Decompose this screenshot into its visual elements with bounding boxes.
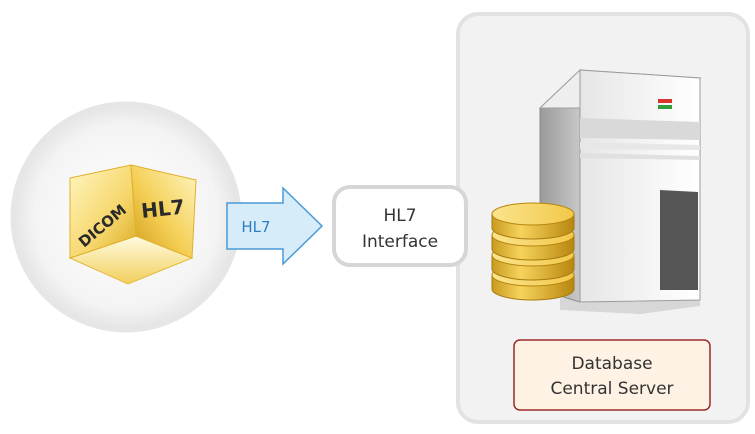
led-red-icon	[658, 99, 672, 103]
interface-line-2: Interface	[362, 232, 438, 252]
hl7-interface-box: HL7 Interface	[332, 185, 468, 267]
arrow-label: HL7	[241, 218, 270, 236]
led-green-icon	[658, 105, 672, 109]
dicom-hl7-cube-icon: DICOM HL7	[68, 164, 197, 285]
database-stack-icon	[491, 202, 575, 301]
right-arrow-icon: HL7	[226, 186, 324, 266]
db-label-line-2: Central Server	[550, 379, 673, 399]
db-label-line-1: Database	[571, 354, 652, 374]
cube-hl7-text: HL7	[140, 195, 186, 223]
interface-line-1: HL7	[383, 206, 416, 226]
database-central-server-label: Database Central Server	[513, 339, 711, 411]
